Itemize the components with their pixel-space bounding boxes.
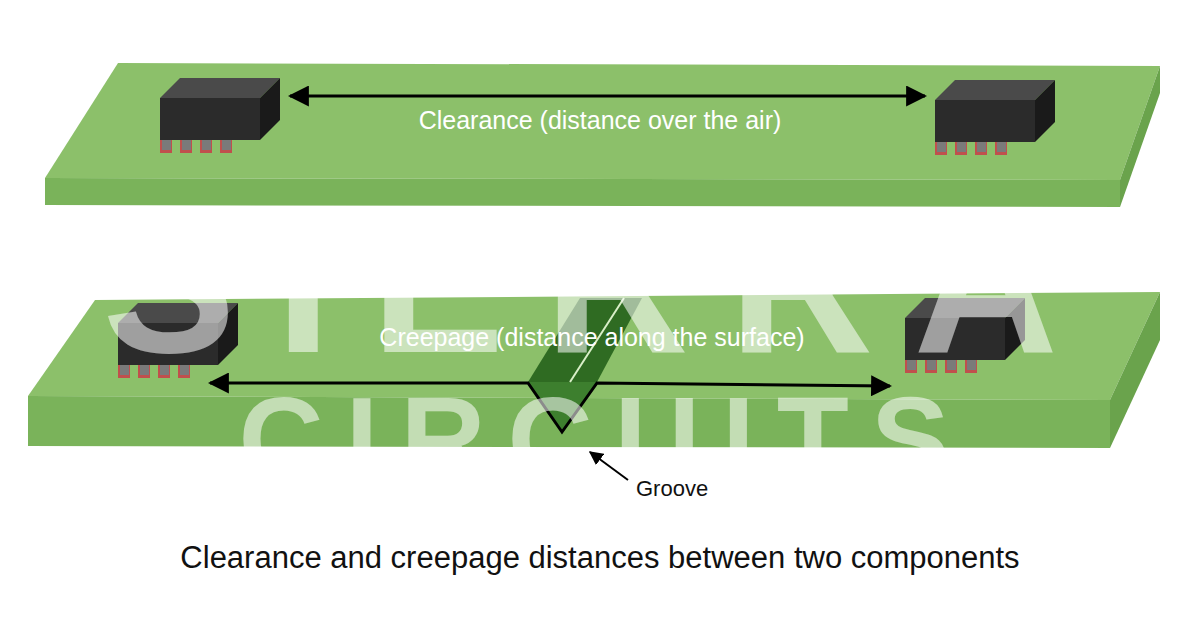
watermark: CIRCUITS xyxy=(238,372,971,508)
watermark: SIERRA xyxy=(102,168,1098,398)
component xyxy=(160,78,280,153)
callout-label: Groove xyxy=(636,476,708,501)
component xyxy=(935,80,1055,155)
caption: Clearance and creepage distances between… xyxy=(180,540,1019,576)
clearance-arrow xyxy=(290,95,925,98)
dimension-label: Clearance (distance over the air) xyxy=(419,106,782,135)
dimension-label: Creepage (distance along the surface) xyxy=(379,323,804,352)
